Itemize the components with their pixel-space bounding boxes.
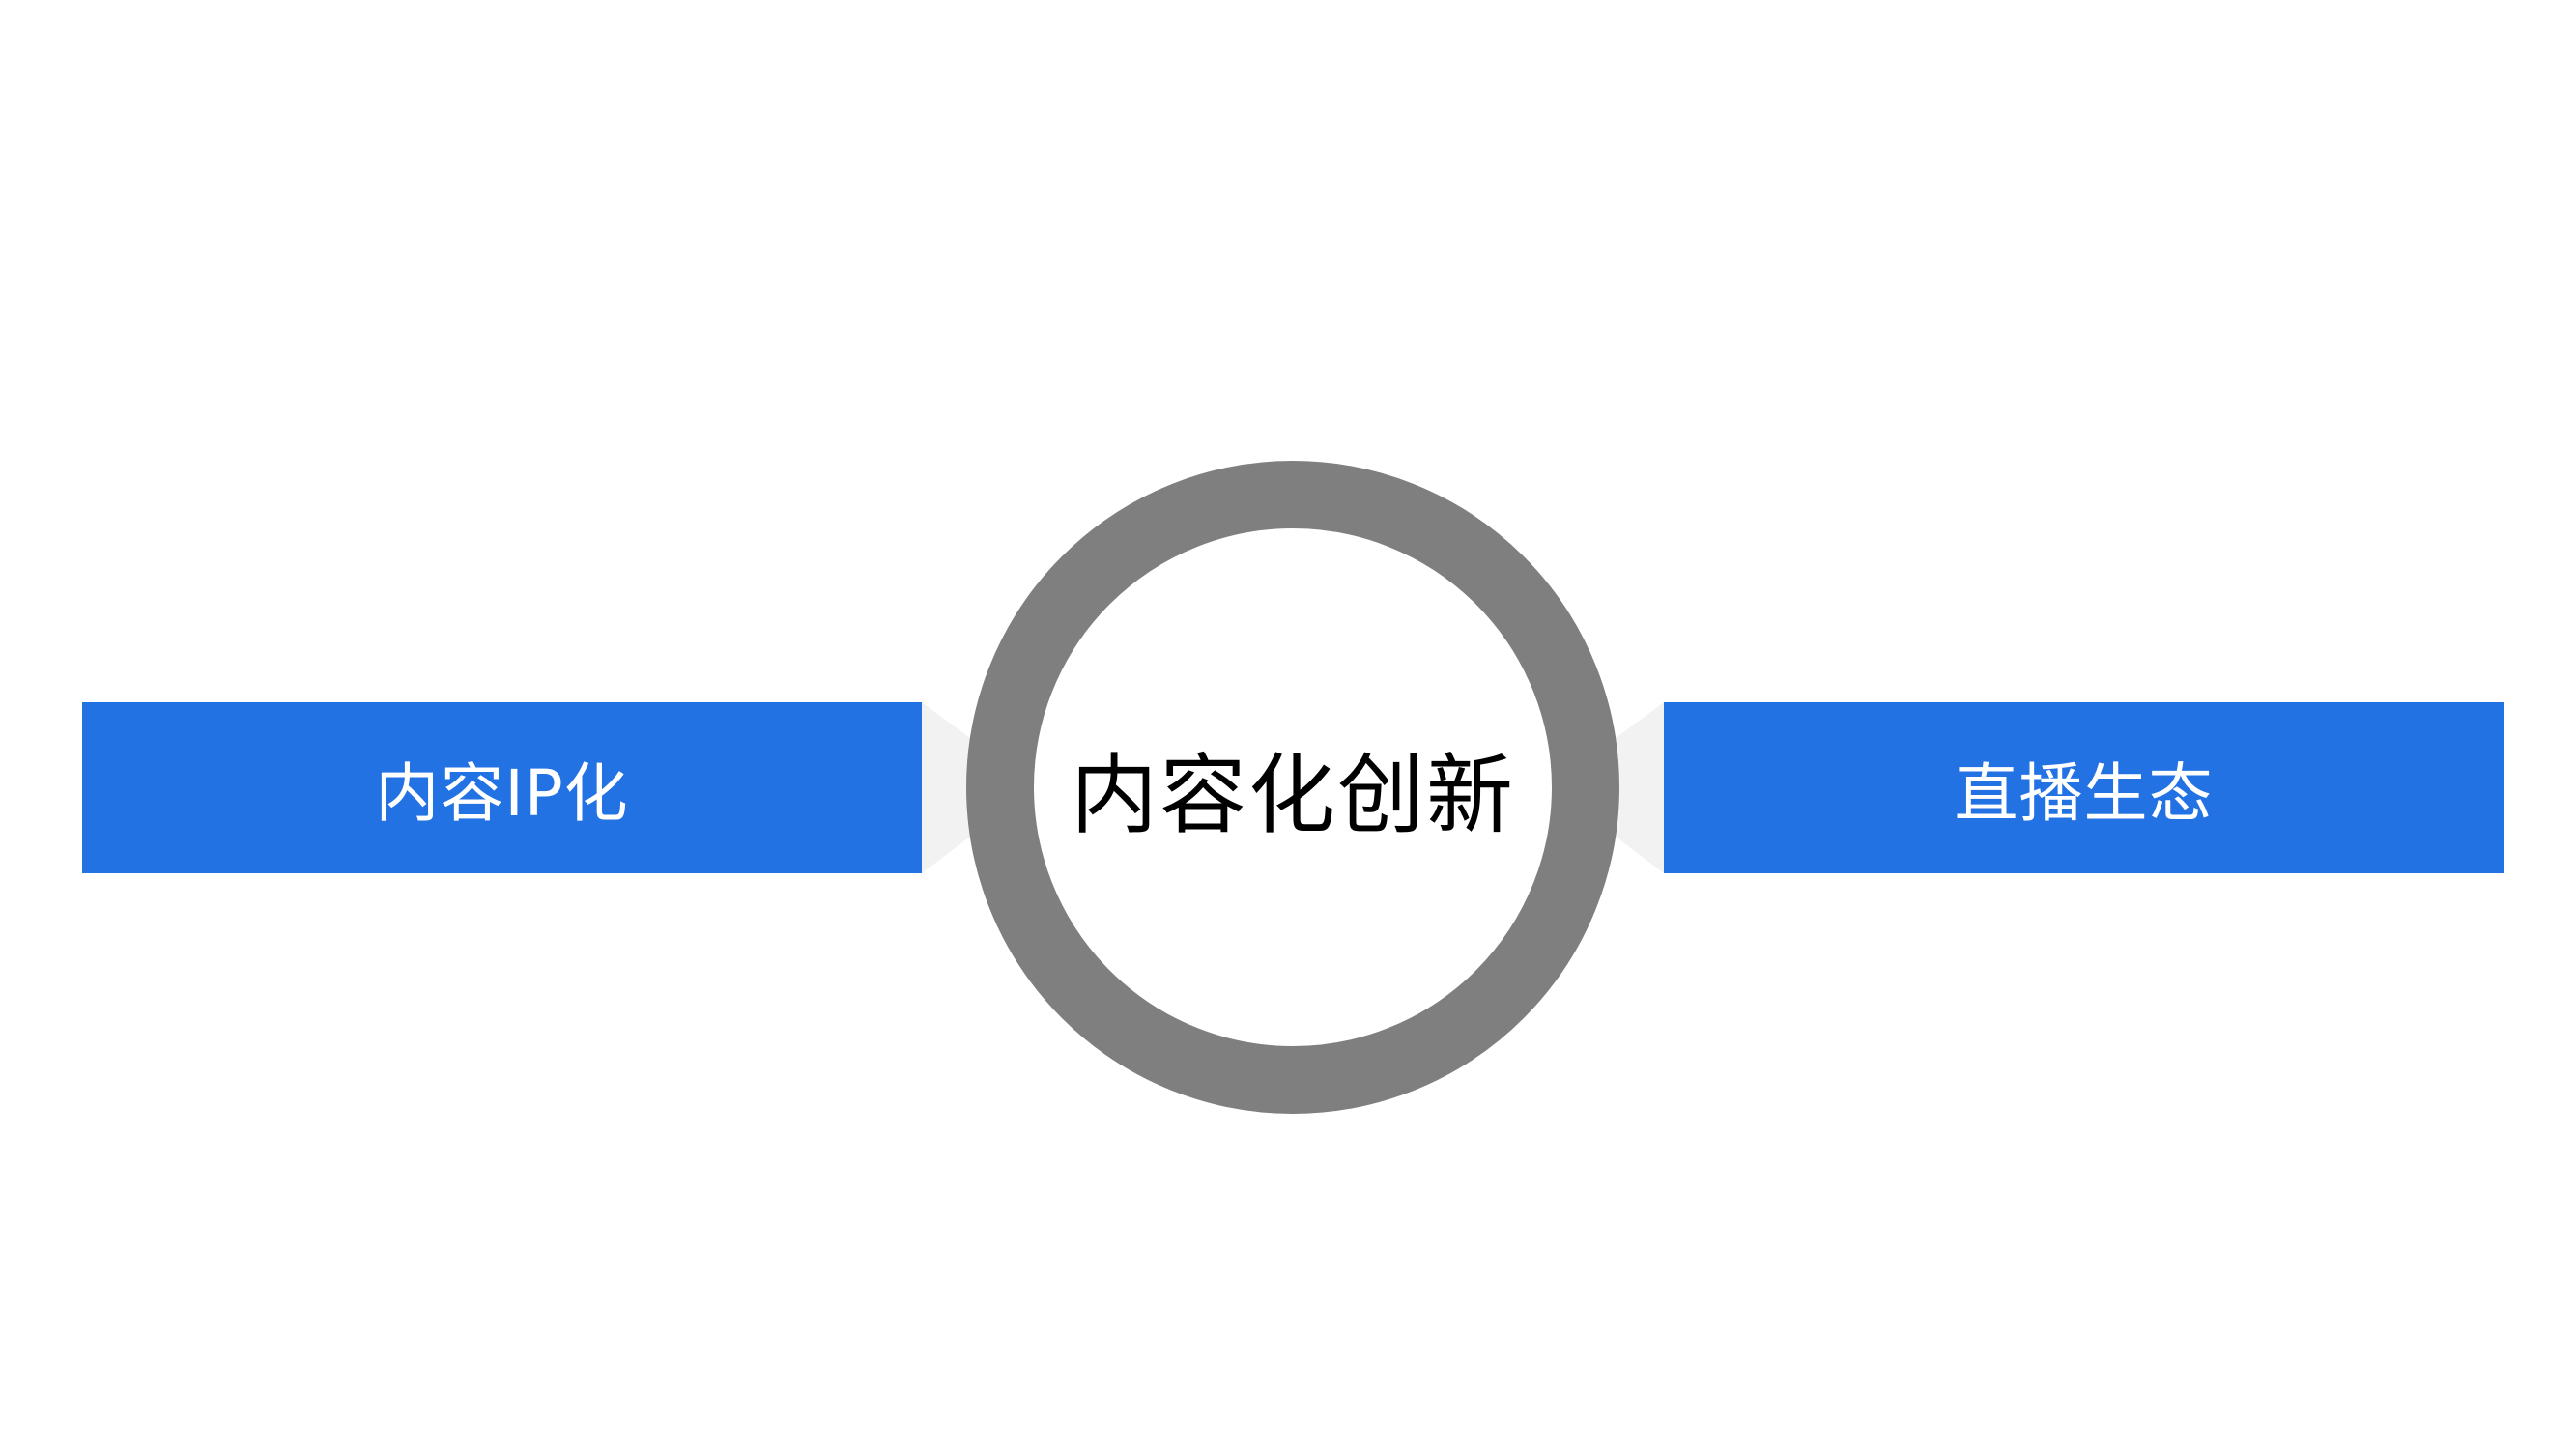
right-node-box: 直播生态 bbox=[1664, 702, 2504, 873]
left-node-box: 内容IP化 bbox=[82, 702, 922, 873]
right-node-label: 直播生态 bbox=[1954, 755, 2214, 831]
right-connector bbox=[1608, 702, 1664, 873]
left-node-label: 内容IP化 bbox=[375, 755, 629, 831]
left-connector bbox=[922, 702, 978, 873]
center-ring: 内容化创新 bbox=[966, 461, 1619, 1114]
center-node-label: 内容化创新 bbox=[1071, 745, 1515, 846]
